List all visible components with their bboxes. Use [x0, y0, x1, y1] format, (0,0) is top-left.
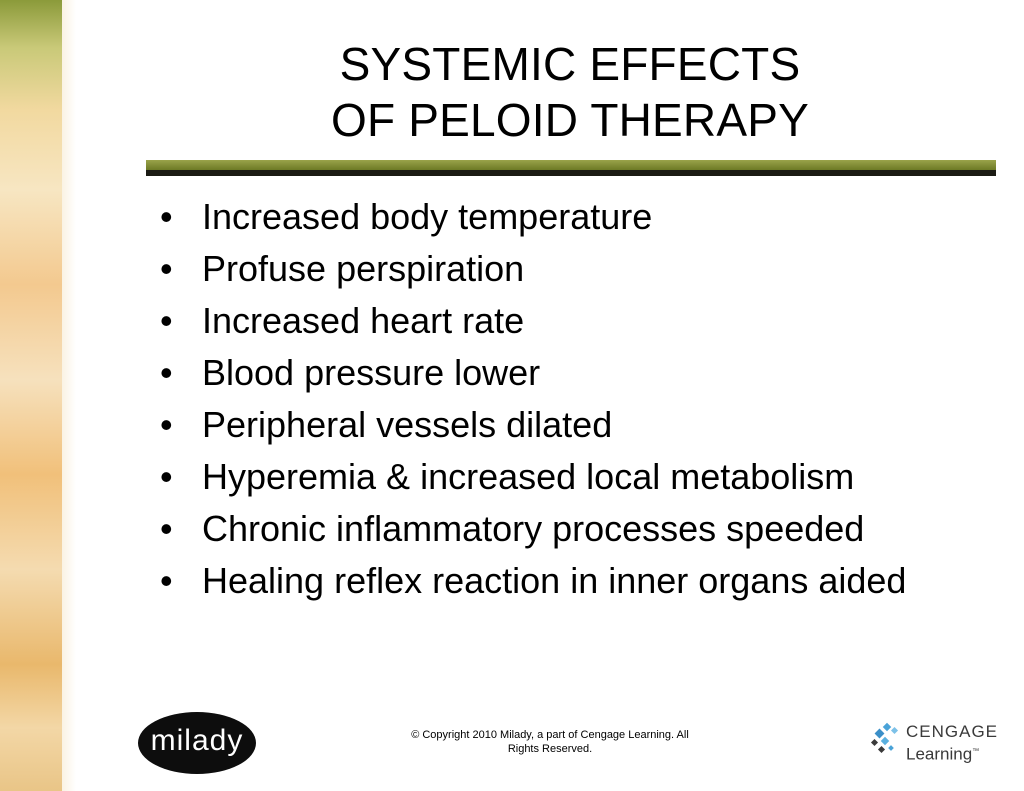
decorative-side-strip [0, 0, 76, 791]
cengage-wordmark-line-2: Learning™ [906, 742, 998, 765]
copyright-notice: © Copyright 2010 Milady, a part of Cenga… [396, 728, 704, 756]
list-item: • Peripheral vessels dilated [158, 404, 978, 445]
title-divider [146, 160, 996, 176]
bullet-glyph: • [160, 300, 173, 341]
cengage-wordmark: CENGAGE Learning™ [906, 722, 998, 765]
milady-logo: milady [138, 712, 256, 774]
bullet-glyph: • [160, 248, 173, 289]
bullet-glyph: • [160, 352, 173, 393]
milady-logo-text: milady [150, 724, 244, 757]
trademark-symbol: ™ [972, 748, 980, 755]
cengage-mark-icon [870, 722, 899, 754]
bullet-glyph: • [160, 456, 173, 497]
list-item: • Profuse perspiration [158, 248, 978, 289]
list-item: • Chronic inflammatory processes speeded [158, 508, 978, 549]
list-item: • Healing reflex reaction in inner organs… [158, 560, 978, 601]
bullet-text: Profuse perspiration [202, 248, 525, 289]
bullet-list: • Increased body temperature • Profuse per… [158, 196, 978, 612]
cengage-logo: CENGAGE Learning™ [866, 718, 998, 765]
cengage-wordmark-line-1: CENGAGE [906, 722, 999, 741]
title-divider-olive-band [146, 160, 996, 170]
title-divider-dark-band [146, 170, 996, 176]
bullet-glyph: • [160, 508, 173, 549]
bullet-text: Hyperemia & increased local metabolism [202, 456, 855, 497]
copyright-line-2: Rights Reserved. [507, 743, 593, 755]
bullet-glyph: • [160, 196, 173, 237]
bullet-text: Blood pressure lower [202, 352, 541, 393]
slide-title: SYSTEMIC EFFECTS OF PELOID THERAPY [140, 36, 1000, 148]
bullet-text: Healing reflex reaction in inner organs … [202, 560, 907, 601]
bullet-text: Chronic inflammatory processes speeded [202, 508, 865, 549]
list-item: • Hyperemia & increased local metabolism [158, 456, 978, 497]
bullet-glyph: • [160, 560, 173, 601]
bullet-glyph: • [160, 404, 173, 445]
bullet-text: Peripheral vessels dilated [202, 404, 613, 445]
list-item: • Increased body temperature [158, 196, 978, 237]
slide-title-line-2: OF PELOID THERAPY [331, 94, 809, 146]
bullet-text: Increased body temperature [202, 196, 653, 237]
copyright-line-1: © Copyright 2010 Milady, a part of Cenga… [411, 729, 689, 741]
list-item: • Blood pressure lower [158, 352, 978, 393]
bullet-text: Increased heart rate [202, 300, 525, 341]
slide-title-line-1: SYSTEMIC EFFECTS [339, 38, 801, 90]
cengage-wordmark-learning: Learning [906, 744, 973, 764]
list-item: • Increased heart rate [158, 300, 978, 341]
